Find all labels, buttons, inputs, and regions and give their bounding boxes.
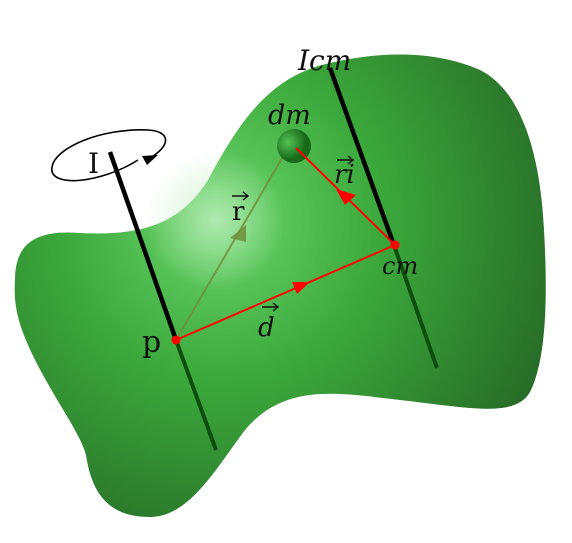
label-I: I bbox=[88, 147, 99, 180]
label-r-arrow bbox=[232, 191, 250, 201]
rigid-body bbox=[14, 54, 546, 518]
point-cm bbox=[390, 240, 400, 250]
axis-Icm bbox=[327, 67, 398, 249]
label-p: p bbox=[142, 325, 161, 360]
label-d-arrow bbox=[262, 302, 280, 312]
vector-r bbox=[175, 147, 289, 341]
label-ri: ri bbox=[334, 160, 355, 190]
label-ri-arrow bbox=[337, 155, 355, 165]
label-dm: dm bbox=[268, 100, 311, 131]
label-Icm: Icm bbox=[297, 44, 351, 77]
label-d: d bbox=[258, 313, 275, 343]
axis-Icm-inside bbox=[393, 247, 439, 369]
vector-d bbox=[175, 244, 396, 341]
vector-d-arrowhead bbox=[292, 282, 310, 294]
vector-r-arrowhead bbox=[230, 225, 246, 242]
vector-ri-arrowhead bbox=[336, 189, 356, 205]
label-cm: cm bbox=[382, 252, 418, 280]
rotation-arrow bbox=[51, 129, 167, 182]
point-p bbox=[171, 335, 181, 345]
rotation-arrow-head bbox=[142, 155, 158, 165]
axis-I bbox=[107, 151, 179, 341]
axis-I-inside bbox=[174, 339, 218, 451]
body-highlight bbox=[135, 150, 295, 290]
label-r: r bbox=[232, 197, 245, 227]
